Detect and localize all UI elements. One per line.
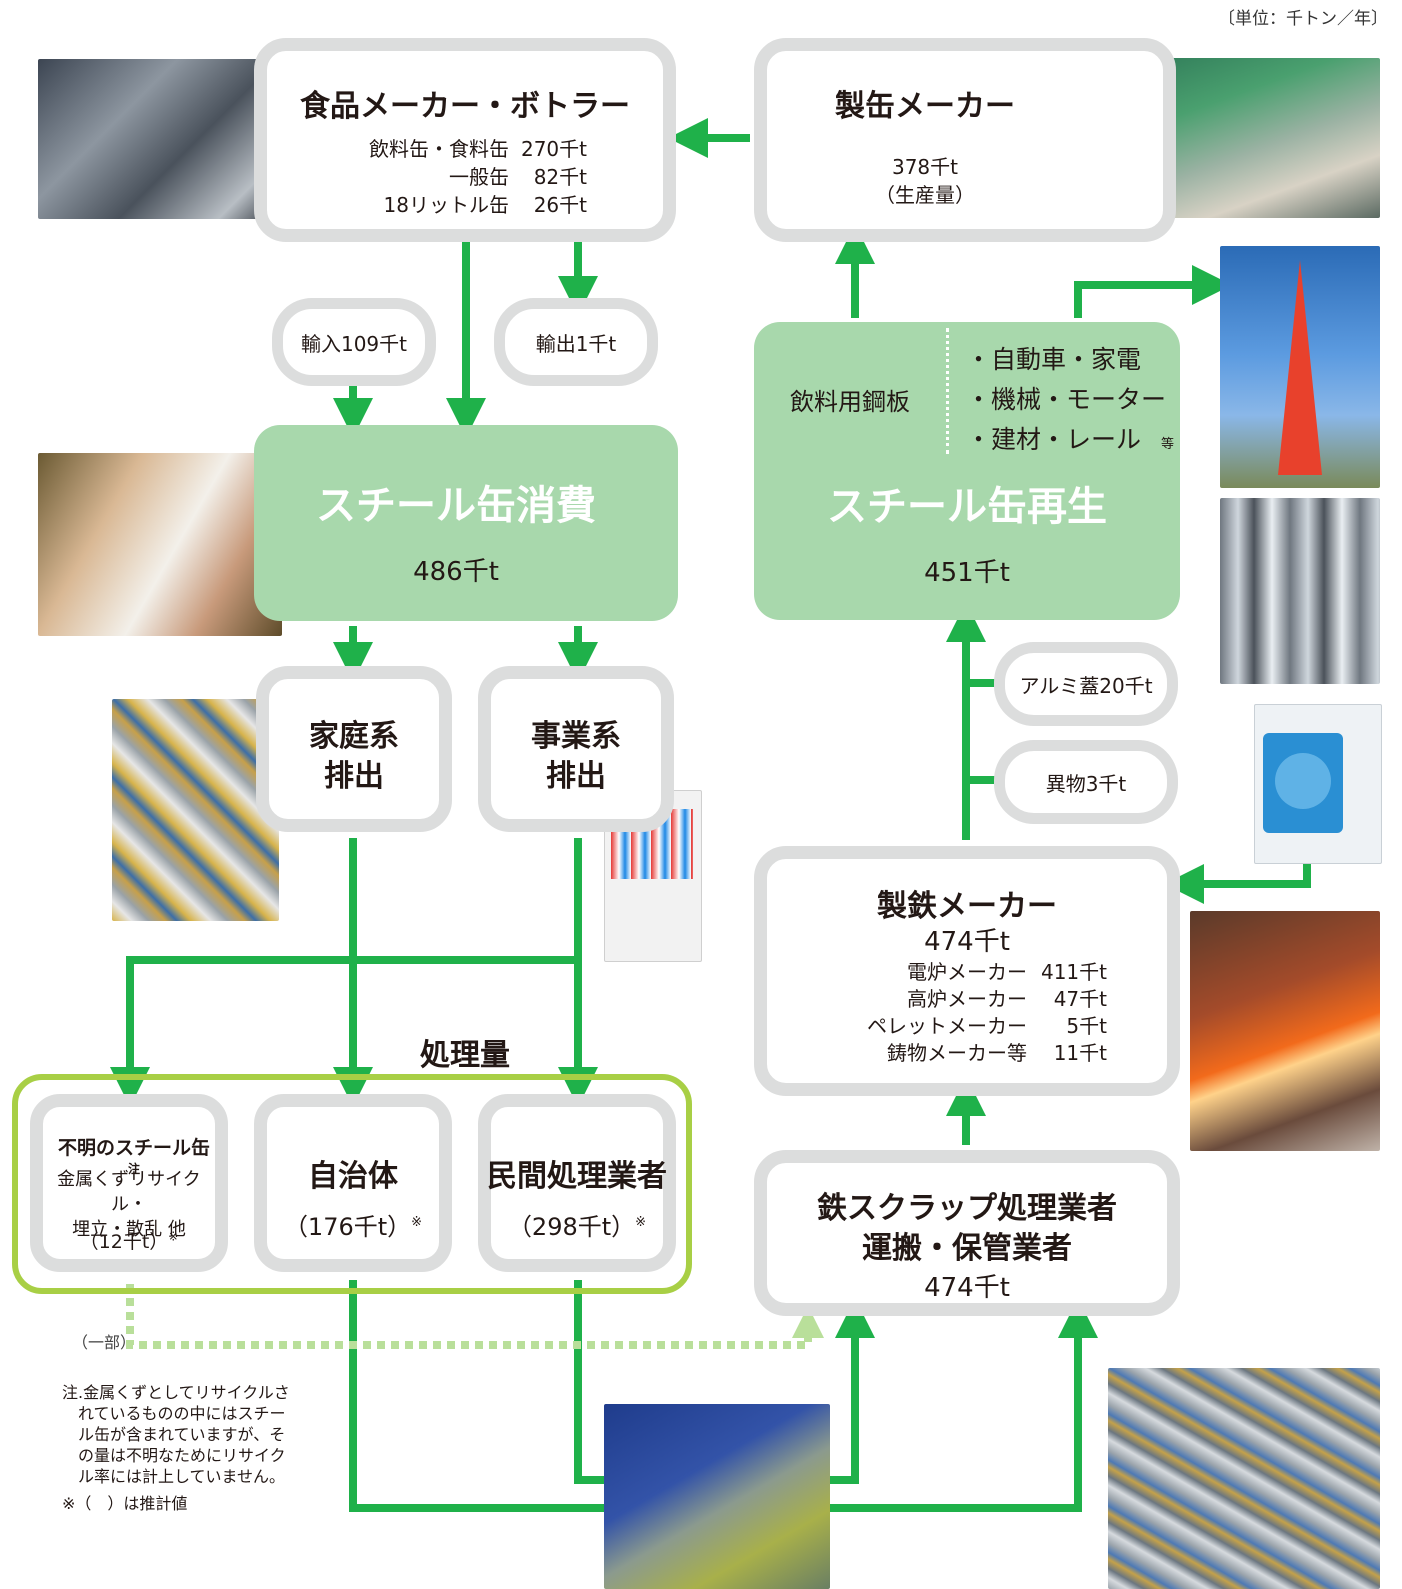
factory-photo [38, 59, 278, 219]
food-maker-rows: 飲料缶・食料缶 270千t 一般缶 82千t 18リットル缶 26千t [327, 135, 587, 219]
scrap-line1: 鉄スクラップ処理業者 [817, 1191, 1117, 1226]
can-maker-value: 378千t [891, 155, 958, 179]
steelmaker-title: 製鉄メーカー [877, 889, 1057, 924]
unknown-value: （12千t）※ [79, 1229, 179, 1253]
steel-row: ペレットメーカー 5千t [867, 1014, 1107, 1038]
processing-label: 処理量 [420, 1038, 510, 1073]
steel-row: 鋳物メーカー等 11千t [887, 1041, 1107, 1065]
foreign-pill: 異物3千t [994, 740, 1178, 824]
unknown-detail: 金属くずリサイクル・ 埋立・散乱 他 [57, 1169, 201, 1240]
household-line2: 排出 [324, 759, 384, 794]
business-box: 事業系 排出 [478, 666, 674, 832]
municipality-title: 自治体 [308, 1159, 398, 1194]
cans-basket-photo [112, 699, 279, 921]
washer-photo [1254, 704, 1382, 864]
furnace-photo [1190, 911, 1380, 1151]
consumption-value: 486千t [413, 557, 499, 587]
footnote: 注.金属くずとしてリサイクルさ れているものの中にはスチー ル缶が含まれています… [62, 1383, 290, 1513]
steel-row: 高炉メーカー 47千t [907, 987, 1107, 1011]
dotted-partial-flow [126, 1284, 824, 1349]
import-pill: 輸入109千t [272, 298, 436, 386]
recycling-left-label: 飲料用鋼板 [790, 388, 910, 416]
aluminum-pill: アルミ蓋20千t [994, 642, 1178, 726]
scrap-line2: 運搬・保管業者 [862, 1231, 1072, 1266]
scrap-processor-box: 鉄スクラップ処理業者 運搬・保管業者 474千t [754, 1150, 1180, 1316]
cars-photo [1220, 498, 1380, 684]
students-photo [38, 453, 282, 636]
steelmaker-rows: 電炉メーカー 411千t 高炉メーカー 47千t ペレットメーカー 5千t 鋳物… [807, 959, 1107, 1067]
can-maker-title: 製缶メーカー [835, 89, 1015, 124]
partial-label: （一部） [72, 1333, 137, 1352]
food-maker-title: 食品メーカー・ボトラー [300, 89, 630, 124]
steelmaker-value: 474千t [924, 927, 1010, 957]
household-box: 家庭系 排出 [256, 666, 452, 832]
private-value: （298千t）※ [507, 1213, 647, 1241]
business-line1: 事業系 [531, 719, 621, 754]
recycling-title: スチール缶再生 [827, 484, 1107, 530]
municipality-value: （176千t）※ [283, 1213, 423, 1241]
recycling-uses: ・自動車・家電 ・機械・モーター ・建材・レール 等 [966, 345, 1174, 454]
truck-photo [604, 1404, 830, 1589]
arrow-truck-to-scrap [830, 1298, 875, 1484]
arrow-bales-to-scrap [830, 1298, 1098, 1512]
food-row: 一般缶 82千t [449, 165, 587, 189]
steel-row: 電炉メーカー 411千t [907, 960, 1107, 984]
arrow-municipality-to-truck [349, 1280, 612, 1512]
household-line1: 家庭系 [309, 719, 399, 754]
business-line2: 排出 [546, 759, 606, 794]
steelmaker-box: 製鉄メーカー 474千t 電炉メーカー 411千t 高炉メーカー 47千t ペレ… [754, 846, 1180, 1096]
food-maker-box: 食品メーカー・ボトラー 飲料缶・食料缶 270千t 一般缶 82千t 18リット… [254, 38, 676, 242]
processing-frame [12, 1074, 692, 1294]
arrow-to-unknown [110, 956, 578, 1107]
scrap-value: 474千t [924, 1273, 1010, 1303]
private-title: 民間処理業者 [487, 1159, 667, 1194]
recycling-value: 451千t [924, 558, 1010, 588]
tower-photo [1220, 246, 1380, 488]
unknown-box: 不明のスチール缶注 金属くずリサイクル・ 埋立・散乱 他 （12千t）※ [30, 1094, 228, 1272]
can-maker-note: （生産量） [875, 183, 975, 207]
recycling-divider [946, 328, 949, 454]
arrow-appliance-to-steel [1164, 860, 1311, 904]
arrow-to-other-uses [1074, 265, 1232, 318]
consumption-panel: スチール缶消費 486千t [254, 425, 678, 621]
recycling-panel: 飲料用鋼板 ・自動車・家電 ・機械・モーター ・建材・レール 等 スチール缶再生… [754, 322, 1180, 620]
can-maker-box: 製缶メーカー 378千t （生産量） [754, 38, 1176, 242]
food-row: 18リットル缶 26千t [383, 193, 587, 217]
unknown-title: 不明のスチール缶注 [57, 1137, 210, 1176]
unit-label: 〔単位：千トン／年〕 [1218, 9, 1388, 29]
export-pill: 輸出1千t [494, 298, 658, 386]
private-processor-box: 民間処理業者 （298千t）※ [478, 1094, 676, 1272]
consumption-title: スチール缶消費 [316, 483, 596, 529]
bales-photo [1108, 1368, 1380, 1589]
food-row: 飲料缶・食料缶 270千t [369, 137, 587, 161]
municipality-box: 自治体 （176千t）※ [254, 1094, 452, 1272]
